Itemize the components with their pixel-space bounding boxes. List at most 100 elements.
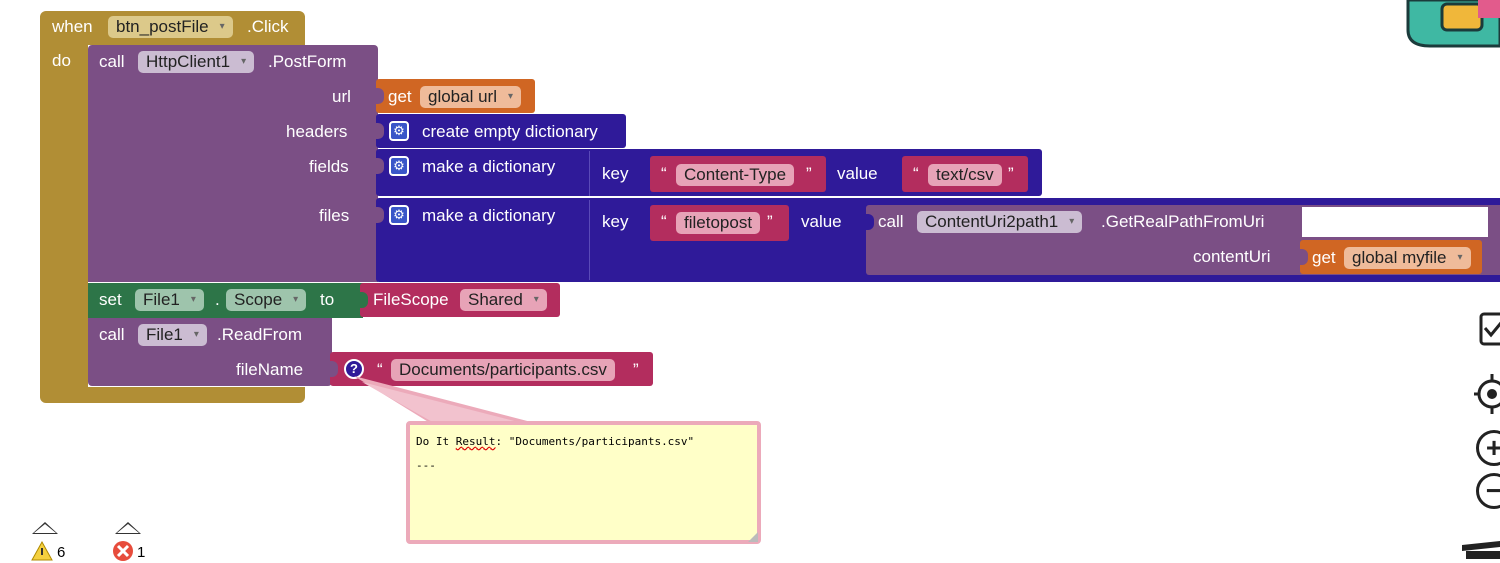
set-dot: . bbox=[215, 290, 220, 309]
get-label: get bbox=[388, 87, 412, 106]
dropdown-arrow-icon: ▾ bbox=[190, 294, 196, 305]
close-quote: ” bbox=[767, 212, 773, 231]
set-property-dropdown[interactable]: Scope ▾ bbox=[226, 289, 307, 311]
dropdown-arrow-icon: ▾ bbox=[1069, 216, 1075, 227]
socket-url-label: url bbox=[332, 87, 351, 106]
error-icon bbox=[113, 541, 133, 561]
do-label: do bbox=[52, 51, 71, 70]
input-notch bbox=[376, 207, 384, 223]
close-quote: ” bbox=[806, 164, 812, 183]
result-prefix: Do It bbox=[416, 435, 456, 448]
set-property-name: Scope bbox=[234, 290, 283, 309]
dropdown-arrow-icon: ▾ bbox=[293, 294, 299, 305]
text-csv-text[interactable]: text/csv bbox=[928, 164, 1002, 186]
do-it-result-bubble: Do It Result: "Documents/participants.cs… bbox=[406, 421, 761, 544]
url-variable-dropdown[interactable]: global url ▾ bbox=[420, 86, 521, 108]
open-quote: “ bbox=[661, 164, 667, 183]
realpath-component-name: ContentUri2path1 bbox=[925, 212, 1059, 231]
set-component-dropdown[interactable]: File1▾ bbox=[135, 289, 204, 311]
event-component-dropdown[interactable]: btn_postFile ▾ bbox=[108, 16, 233, 38]
socket-fields-label: fields bbox=[309, 157, 349, 176]
dropdown-arrow-icon: ▾ bbox=[193, 329, 199, 340]
warning-toggle-icon[interactable] bbox=[32, 522, 58, 534]
dropdown-arrow-icon: ▾ bbox=[241, 56, 247, 67]
dropdown-arrow-icon: ▾ bbox=[1457, 252, 1463, 263]
event-component-name: btn_postFile bbox=[116, 17, 209, 36]
files-key-label: key bbox=[602, 212, 629, 231]
gear-icon[interactable]: ⚙ bbox=[389, 121, 409, 141]
content-type-text[interactable]: Content-Type bbox=[676, 164, 795, 186]
resize-handle[interactable] bbox=[748, 532, 758, 542]
postform-method: .PostForm bbox=[268, 52, 347, 71]
filetopost-text[interactable]: filetopost bbox=[676, 212, 761, 234]
zoom-in-icon[interactable]: + bbox=[1476, 430, 1500, 466]
open-quote: “ bbox=[377, 360, 383, 379]
files-value-label: value bbox=[801, 212, 842, 231]
create-empty-dictionary-block[interactable] bbox=[376, 114, 626, 148]
dropdown-arrow-icon: ▾ bbox=[219, 21, 225, 32]
get-label: get bbox=[1312, 248, 1336, 267]
socket-headers-label: headers bbox=[286, 122, 348, 141]
readfrom-component-name: File1 bbox=[146, 325, 183, 344]
input-notch bbox=[1300, 249, 1308, 265]
filescope-value-name: Shared bbox=[468, 290, 523, 309]
filescope-label: FileScope bbox=[373, 290, 449, 309]
postform-component-name: HttpClient1 bbox=[146, 52, 231, 71]
readfrom-component-dropdown[interactable]: File1 ▾ bbox=[138, 324, 207, 346]
fields-key-label: key bbox=[602, 164, 629, 183]
to-label: to bbox=[320, 290, 335, 309]
input-notch bbox=[376, 88, 384, 104]
files-dictionary-label: make a dictionary bbox=[422, 206, 556, 225]
filename-text[interactable]: Documents/participants.csv bbox=[391, 359, 615, 381]
postform-block[interactable] bbox=[88, 45, 378, 282]
filename-label: fileName bbox=[236, 360, 304, 379]
event-block-bottom bbox=[40, 387, 305, 403]
open-quote: “ bbox=[913, 164, 919, 183]
filescope-value-dropdown[interactable]: Shared ▾ bbox=[460, 289, 547, 311]
error-count: 1 bbox=[137, 544, 146, 561]
set-scope-block[interactable] bbox=[88, 283, 363, 318]
backpack-icon[interactable] bbox=[1400, 0, 1500, 50]
pair-divider bbox=[589, 151, 590, 196]
error-toggle-icon[interactable] bbox=[115, 522, 141, 534]
readfrom-call-label: call bbox=[99, 325, 125, 344]
content-uri-label: contentUri bbox=[1193, 247, 1271, 266]
realpath-call-label: call bbox=[878, 212, 904, 231]
input-notch bbox=[376, 158, 384, 174]
fields-value-label: value bbox=[837, 164, 878, 183]
close-quote: ” bbox=[1008, 164, 1014, 183]
warning-count: 6 bbox=[57, 544, 66, 561]
result-separator: --- bbox=[416, 459, 436, 472]
pair-divider bbox=[589, 200, 590, 280]
input-notch bbox=[376, 123, 384, 139]
input-notch bbox=[866, 214, 874, 230]
url-variable-name: global url bbox=[428, 87, 497, 106]
gear-icon[interactable]: ⚙ bbox=[389, 156, 409, 176]
trash-icon[interactable] bbox=[1460, 539, 1500, 559]
myfile-variable-name: global myfile bbox=[1352, 248, 1447, 267]
result-word: Result bbox=[455, 435, 496, 448]
close-quote: ” bbox=[633, 360, 639, 379]
myfile-variable-dropdown[interactable]: global myfile ▾ bbox=[1344, 247, 1471, 269]
fields-dictionary-label: make a dictionary bbox=[422, 157, 556, 176]
create-empty-dictionary-label: create empty dictionary bbox=[422, 122, 598, 141]
postform-component-dropdown[interactable]: HttpClient1 ▾ bbox=[138, 51, 255, 73]
tooltip-pointer bbox=[354, 376, 535, 424]
input-notch bbox=[360, 292, 368, 308]
do-it-result-line: Do It Result: "Documents/participants.cs… bbox=[416, 435, 751, 449]
warning-icon bbox=[31, 541, 53, 561]
help-icon[interactable]: ? bbox=[344, 359, 364, 379]
event-block-do-rail bbox=[40, 45, 88, 391]
target-icon[interactable] bbox=[1474, 374, 1500, 414]
socket-files-label: files bbox=[319, 206, 350, 225]
gear-icon[interactable]: ⚙ bbox=[389, 205, 409, 225]
realpath-method: .GetRealPathFromUri bbox=[1101, 212, 1265, 231]
postform-call-label: call bbox=[99, 52, 125, 71]
event-name: .Click bbox=[247, 17, 289, 36]
dropdown-arrow-icon: ▾ bbox=[533, 294, 539, 305]
zoom-out-icon[interactable]: − bbox=[1476, 473, 1500, 509]
realpath-component-dropdown[interactable]: ContentUri2path1 ▾ bbox=[917, 211, 1083, 233]
readfrom-block[interactable] bbox=[88, 318, 332, 386]
dropdown-arrow-icon: ▾ bbox=[507, 91, 513, 102]
checkbox-icon[interactable] bbox=[1478, 310, 1500, 350]
